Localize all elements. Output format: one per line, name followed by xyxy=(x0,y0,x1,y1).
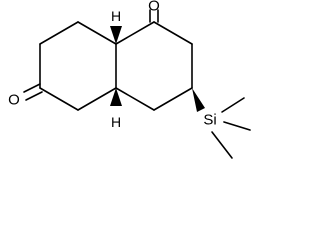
silicon-label: Si xyxy=(203,112,216,129)
methyl-bond-right xyxy=(223,121,251,131)
ketone-top: O xyxy=(148,0,160,23)
methyl-bond-upper xyxy=(221,97,245,113)
bond-c7-c8 xyxy=(115,21,155,45)
bond-c2-c3 xyxy=(39,21,79,45)
bond-c11-c12 xyxy=(115,87,155,111)
bond-c1-c2 xyxy=(77,21,117,45)
trimethylsilyl-group: Si xyxy=(192,88,251,159)
bond-c5-c6 xyxy=(77,87,117,111)
hydrogen-top-label: H xyxy=(111,8,121,24)
hydrogen-bottom-label: H xyxy=(111,114,121,130)
bond-c8-c9 xyxy=(153,21,193,45)
oxygen-left-label: O xyxy=(8,92,20,109)
wedge-bond-silicon xyxy=(192,88,205,112)
wedge-bond-top xyxy=(110,26,122,44)
oxygen-top-label: O xyxy=(148,0,160,15)
stereo-hydrogen-top: H xyxy=(110,8,122,44)
bond-c10-c11 xyxy=(153,87,193,111)
stereo-hydrogen-bottom: H xyxy=(110,88,122,130)
right-ring xyxy=(115,21,193,111)
bond-c4-c5 xyxy=(39,87,79,111)
carbonyl-bond-left-a xyxy=(23,83,41,93)
left-ring xyxy=(39,21,117,111)
molecule-structure: O O H H Si xyxy=(8,0,251,159)
methyl-bond-lower xyxy=(211,131,233,159)
ketone-left: O xyxy=(8,83,43,109)
carbonyl-bond-left-b xyxy=(25,91,43,101)
wedge-bond-bottom xyxy=(110,88,122,106)
